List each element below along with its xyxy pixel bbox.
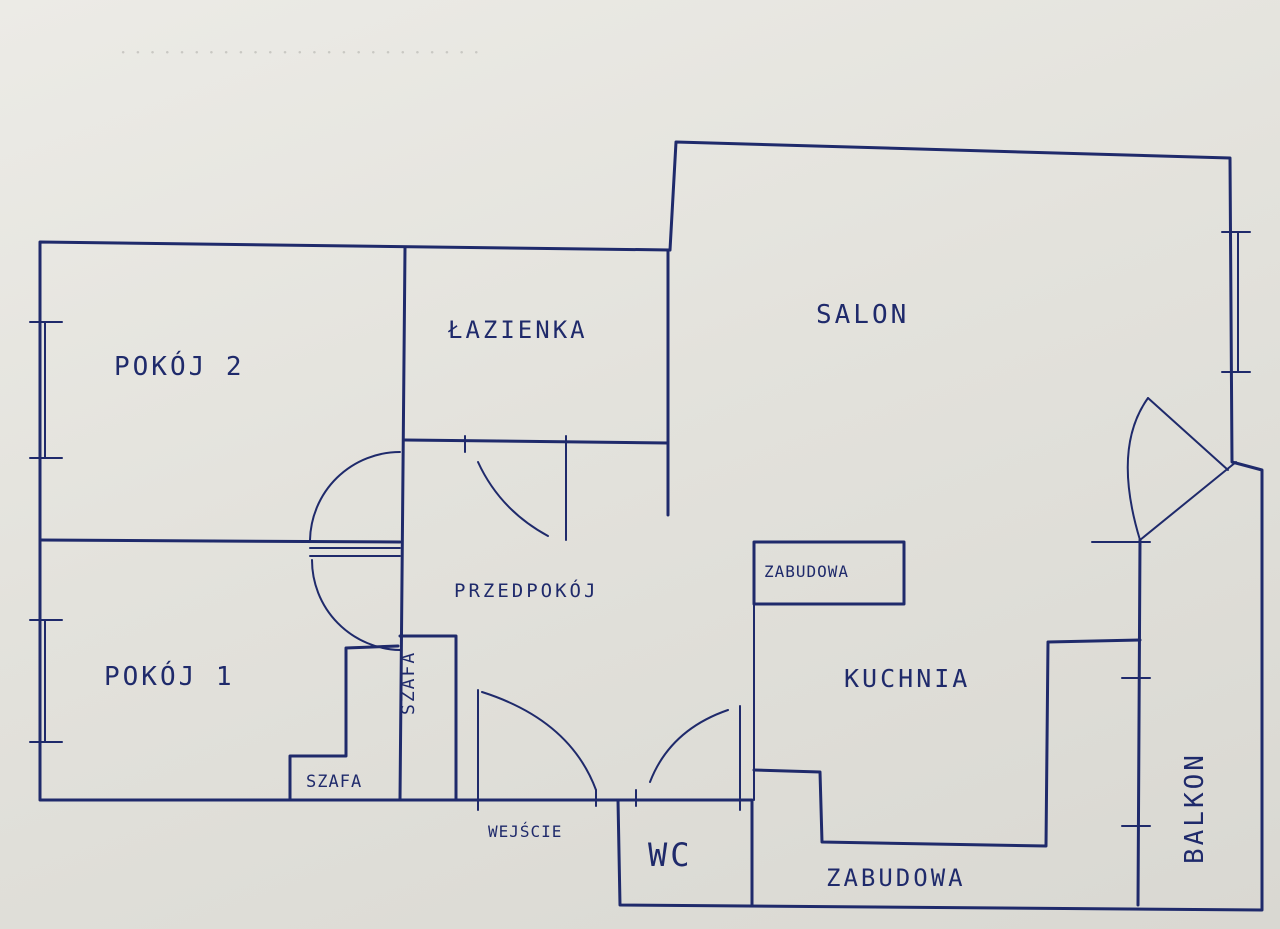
label-szafa-vertical: SZAFA	[398, 650, 419, 715]
door-lazienka	[477, 461, 549, 537]
label-szafa-bottom: SZAFA	[306, 772, 363, 792]
label-wc: WC	[648, 836, 693, 874]
zabudowa-bottom-walls	[752, 638, 1142, 848]
door-balkon	[1126, 397, 1149, 541]
label-pokoj1: POKÓJ 1	[104, 662, 235, 692]
label-zabudowa-top: ZABUDOWA	[764, 562, 850, 581]
wall-lazienka-bottom	[403, 438, 670, 445]
door-entrance-right	[649, 709, 729, 783]
door-pokoj2	[309, 451, 401, 541]
label-balkon: BALKON	[1180, 752, 1210, 864]
szafa-vertical-box	[398, 634, 458, 802]
label-pokoj2: POKÓJ 2	[114, 352, 245, 382]
outer-walls	[38, 140, 1264, 912]
wall-left-block-right	[398, 246, 407, 802]
label-przedpokoj: PRZEDPOKÓJ	[454, 580, 599, 602]
szafa-bottom-box	[288, 644, 400, 802]
label-wejscie: WEJŚCIE	[488, 822, 563, 841]
label-lazienka: ŁAZIENKA	[448, 316, 588, 344]
zabudowa-top-box	[752, 540, 906, 606]
bleed-through-text: · · · · · · · · · · · · · · · · · · · · …	[120, 40, 481, 64]
label-kuchnia: KUCHNIA	[844, 664, 971, 693]
wc-walls	[616, 798, 754, 907]
wall-balkon	[1136, 538, 1142, 907]
door-pokoj1	[311, 559, 401, 651]
label-zabudowa-bottom: ZABUDOWA	[826, 864, 966, 892]
wall-pokoj2-pokoj1	[38, 538, 402, 544]
door-entrance-left	[481, 691, 597, 791]
label-salon: SALON	[816, 300, 910, 330]
